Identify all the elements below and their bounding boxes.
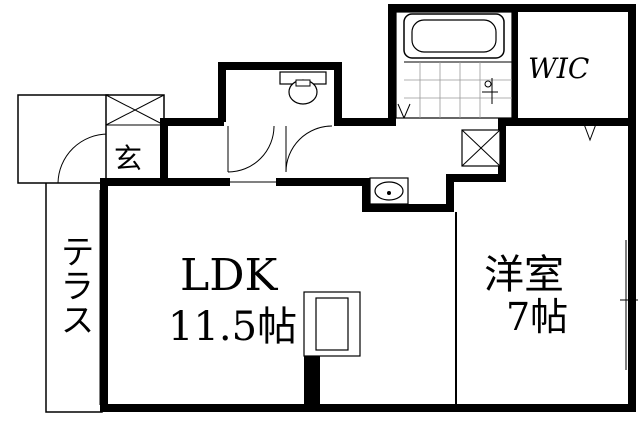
wash-basin: [369, 177, 409, 205]
label-ldk-name: LDK: [180, 250, 278, 301]
shower-fixture: [482, 78, 498, 104]
bathroom: [395, 11, 513, 119]
corridor-doors: [168, 125, 333, 183]
bath-tiles: [404, 62, 512, 118]
terrace-area: [45, 181, 105, 413]
label-bedroom-name: 洋室: [484, 252, 564, 298]
kitchen-counter: [303, 291, 361, 404]
label-bedroom-size: 7帖: [506, 295, 568, 339]
bedroom-window: [620, 240, 638, 370]
label-wic: WIC: [528, 52, 589, 85]
label-entrance: 玄: [114, 142, 142, 175]
entrance-porch: [17, 94, 109, 184]
bath-door: [397, 103, 411, 119]
label-ldk-size: 11.5帖: [168, 304, 297, 350]
ldk-window: [360, 405, 416, 411]
label-terrace: テラス: [54, 234, 94, 336]
toilet-fixture: [279, 71, 327, 105]
wic-room: [518, 12, 628, 142]
laundry-pan: [461, 129, 501, 167]
